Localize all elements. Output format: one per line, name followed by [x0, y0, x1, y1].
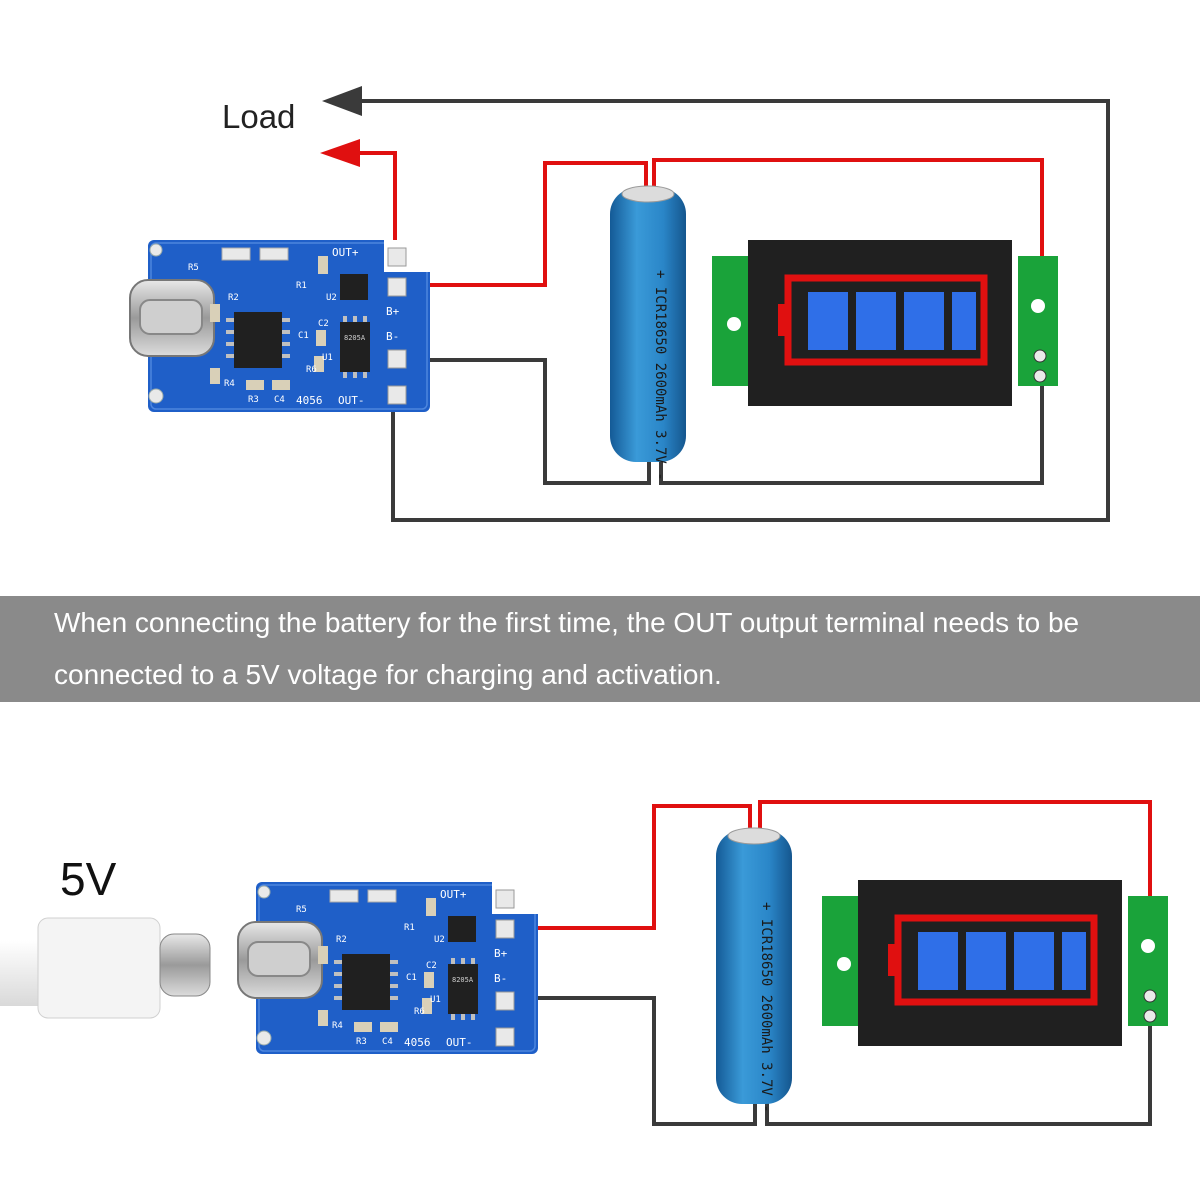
note-line-1: When connecting the battery for the firs… [54, 607, 1080, 638]
board-label-r6: R6 [414, 1007, 425, 1017]
board-label-out-minus: OUT- [338, 394, 365, 407]
charge-cell-1 [918, 932, 958, 990]
ic-marking: 8205A [344, 334, 366, 342]
board-label-u2: U2 [434, 935, 445, 945]
board-label-out-plus: OUT+ [440, 888, 467, 901]
bottom-battery: + ICR18650 2600mAh 3.7V - [716, 827, 792, 1113]
charge-cell-4 [1062, 932, 1086, 990]
load-label: Load [222, 98, 296, 135]
bottom-battery-label: + ICR18650 2600mAh 3.7V - [758, 902, 774, 1113]
note-banner [0, 596, 1200, 702]
board-label-r4: R4 [332, 1021, 343, 1031]
board-label-r3: R3 [356, 1037, 367, 1047]
board-label-out-minus: OUT- [446, 1036, 473, 1049]
charge-cell-2 [966, 932, 1006, 990]
charge-cell-3 [1014, 932, 1054, 990]
top-wire-b-plus [395, 161, 648, 287]
top-load-arrow-positive [320, 139, 360, 167]
board-label-r6: R6 [306, 365, 317, 375]
board-label-c4: C4 [274, 395, 285, 405]
board-label-c2: C2 [426, 961, 437, 971]
board-label-r5: R5 [188, 263, 199, 273]
board-label-out-plus: OUT+ [332, 246, 359, 259]
charge-cell-3 [904, 292, 944, 350]
top-wire-indicator-minus [659, 380, 1044, 485]
board-label-b-minus: B- [386, 330, 399, 343]
top-battery: + ICR18650 2600mAh 3.7V - [610, 185, 686, 481]
charge-cell-1 [808, 292, 848, 350]
board-label-u2: U2 [326, 293, 337, 303]
note-line-2: connected to a 5V voltage for charging a… [54, 659, 722, 690]
top-wire-out-plus [358, 151, 397, 255]
bottom-charger-board: OUT+ OUT- B+ B- 4056 R5 R2 R1 R3 R4 R6 C… [237, 882, 538, 1054]
board-label-r4: R4 [224, 379, 235, 389]
board-label-c1: C1 [406, 973, 417, 983]
bottom-wire-b-plus [502, 804, 752, 930]
board-label-r1: R1 [404, 923, 415, 933]
board-label-r3: R3 [248, 395, 259, 405]
bottom-battery-indicator [822, 880, 1168, 1046]
ic-marking: 8205A [452, 976, 474, 984]
top-load-arrow-negative [322, 86, 362, 116]
voltage-label: 5V [60, 853, 117, 905]
board-label-c2: C2 [318, 319, 329, 329]
bottom-wire-b-minus [502, 996, 757, 1126]
board-label-model: 4056 [296, 394, 323, 407]
board-label-model: 4056 [404, 1036, 431, 1049]
board-label-c1: C1 [298, 331, 309, 341]
board-label-b-minus: B- [494, 972, 507, 985]
usb-c-cable [0, 917, 211, 1019]
top-diagram: OUT+ OUT- B+ B- 4056 R5 R2 R1 R3 R4 R6 C… [129, 86, 1110, 522]
board-label-r2: R2 [228, 293, 239, 303]
board-label-r1: R1 [296, 281, 307, 291]
top-wire-out-minus [358, 99, 1110, 522]
board-label-r5: R5 [296, 905, 307, 915]
top-wire-b-minus [393, 358, 651, 485]
bottom-diagram: OUT+ OUT- B+ B- 4056 R5 R2 R1 R3 R4 R6 C… [0, 800, 1168, 1126]
board-label-b-plus: B+ [386, 305, 400, 318]
top-charger-board: OUT+ OUT- B+ B- 4056 R5 R2 R1 R3 R4 R6 C… [129, 240, 430, 412]
top-battery-indicator [712, 240, 1058, 406]
board-label-u1: U1 [430, 995, 441, 1005]
board-label-c4: C4 [382, 1037, 393, 1047]
bottom-wire-indicator-minus [765, 1020, 1152, 1126]
board-label-b-plus: B+ [494, 947, 508, 960]
board-label-u1: U1 [322, 353, 333, 363]
top-battery-label: + ICR18650 2600mAh 3.7V - [652, 270, 668, 481]
board-label-r2: R2 [336, 935, 347, 945]
charge-cell-4 [952, 292, 976, 350]
charge-cell-2 [856, 292, 896, 350]
